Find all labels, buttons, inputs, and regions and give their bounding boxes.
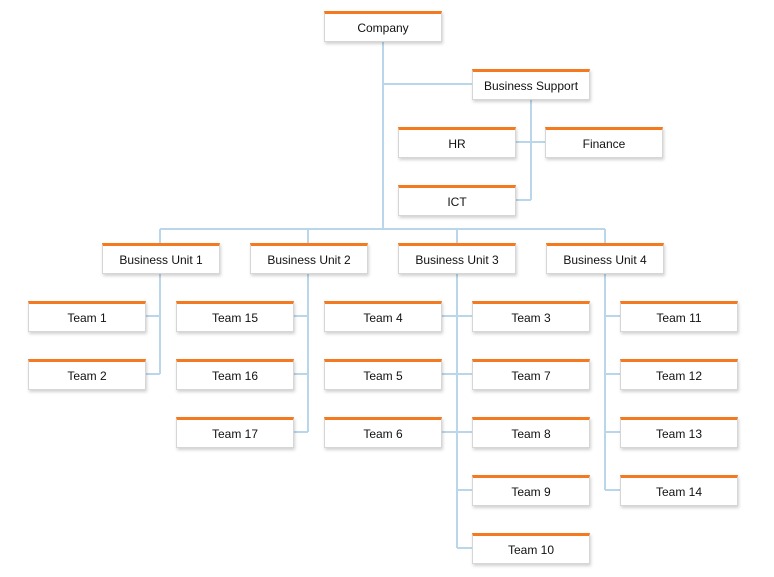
node-team-3[interactable]: Team 3 bbox=[472, 301, 590, 332]
node-business-support[interactable]: Business Support bbox=[472, 69, 590, 100]
node-team-17[interactable]: Team 17 bbox=[176, 417, 294, 448]
node-team-2[interactable]: Team 2 bbox=[28, 359, 146, 390]
node-team-14[interactable]: Team 14 bbox=[620, 475, 738, 506]
node-team-12[interactable]: Team 12 bbox=[620, 359, 738, 390]
node-company[interactable]: Company bbox=[324, 11, 442, 42]
node-ict[interactable]: ICT bbox=[398, 185, 516, 216]
node-team-7[interactable]: Team 7 bbox=[472, 359, 590, 390]
node-team-6[interactable]: Team 6 bbox=[324, 417, 442, 448]
node-business-unit-1[interactable]: Business Unit 1 bbox=[102, 243, 220, 274]
node-finance[interactable]: Finance bbox=[545, 127, 663, 158]
node-hr[interactable]: HR bbox=[398, 127, 516, 158]
node-team-16[interactable]: Team 16 bbox=[176, 359, 294, 390]
node-team-11[interactable]: Team 11 bbox=[620, 301, 738, 332]
node-business-unit-2[interactable]: Business Unit 2 bbox=[250, 243, 368, 274]
node-team-8[interactable]: Team 8 bbox=[472, 417, 590, 448]
node-team-1[interactable]: Team 1 bbox=[28, 301, 146, 332]
node-team-10[interactable]: Team 10 bbox=[472, 533, 590, 564]
node-team-5[interactable]: Team 5 bbox=[324, 359, 442, 390]
node-business-unit-4[interactable]: Business Unit 4 bbox=[546, 243, 664, 274]
node-team-15[interactable]: Team 15 bbox=[176, 301, 294, 332]
node-business-unit-3[interactable]: Business Unit 3 bbox=[398, 243, 516, 274]
node-team-4[interactable]: Team 4 bbox=[324, 301, 442, 332]
node-team-9[interactable]: Team 9 bbox=[472, 475, 590, 506]
node-team-13[interactable]: Team 13 bbox=[620, 417, 738, 448]
